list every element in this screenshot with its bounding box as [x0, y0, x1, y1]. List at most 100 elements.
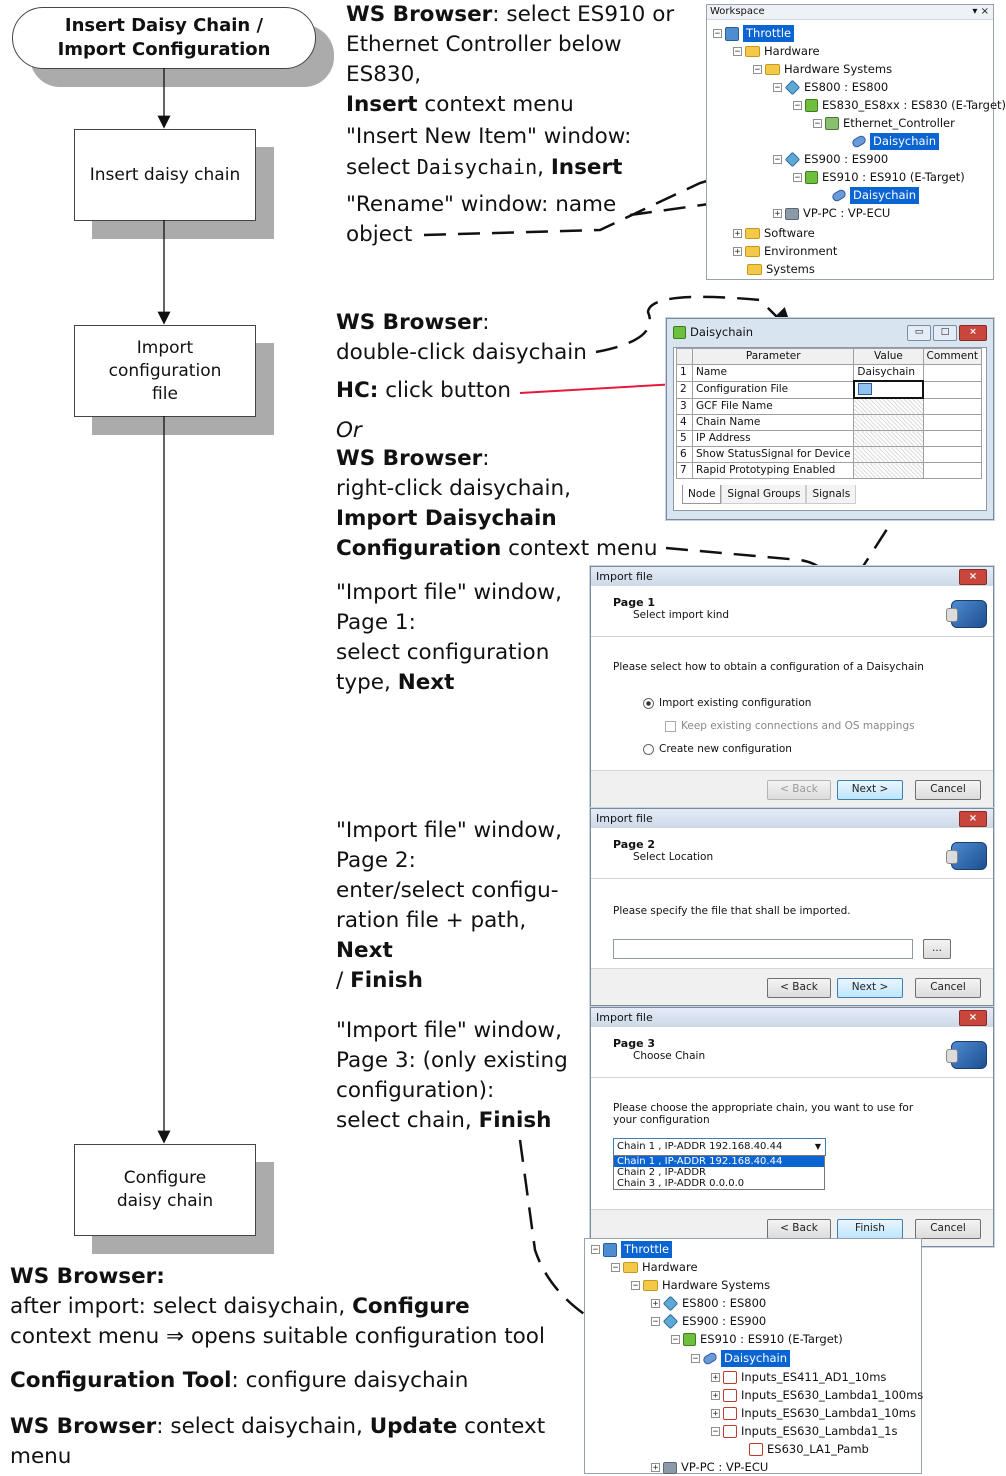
close-icon[interactable]: × [959, 325, 987, 341]
note-rename-window: "Rename" window: name object [346, 192, 617, 247]
tree-item-es800[interactable]: −ES800 : ES800 [773, 79, 889, 96]
ethernet-icon [825, 117, 839, 130]
cancel-button[interactable]: Cancel [915, 780, 981, 800]
tree-item-hardware[interactable]: −Hardware [611, 1260, 698, 1274]
tree-item-signal-group[interactable]: +Inputs_ES411_AD1_10ms [711, 1370, 887, 1384]
workspace-title: Workspace ▾ × [707, 5, 993, 20]
tree-item-es900[interactable]: −ES900 : ES900 [773, 151, 889, 168]
import-dialog-page3: Import file× Page 3 Choose Chain Please … [590, 1007, 994, 1247]
tree-item-es800[interactable]: +ES800 : ES800 [651, 1295, 767, 1312]
next-button[interactable]: Next > [837, 978, 903, 998]
browse-button[interactable]: ... [923, 939, 951, 959]
dialog-titlebar: Import file× [591, 1008, 993, 1028]
close-icon[interactable]: × [959, 569, 987, 585]
camera-icon [946, 600, 987, 628]
minimize-icon[interactable]: ▭ [907, 325, 931, 341]
target-icon [805, 171, 818, 184]
signal-group-icon [723, 1407, 737, 1420]
flow-step-import-configuration: Import configuration file [74, 325, 256, 417]
flow-step-configure-daisy-chain: Configure daisy chain [74, 1144, 256, 1236]
maximize-icon[interactable]: □ [933, 325, 957, 341]
device-icon [662, 1295, 679, 1312]
import-dialog-page2: Import file× Page 2 Select Location Plea… [590, 808, 994, 1006]
tree-item-daisychain[interactable]: −Daisychain [691, 1350, 791, 1367]
note-hc-click-button: HC: click button [336, 378, 511, 403]
tree-item-systems[interactable]: Systems [747, 261, 815, 278]
chevron-down-icon[interactable]: ▼ [814, 1142, 821, 1151]
list-item[interactable]: Chain 2 , IP-ADDR [617, 1167, 706, 1178]
tree-item-signal[interactable]: ES630_LA1_Pamb [749, 1441, 869, 1458]
close-icon[interactable]: × [959, 811, 987, 827]
pc-icon [663, 1461, 677, 1474]
tree-item-software[interactable]: +Software [733, 226, 815, 240]
browse-file-button[interactable] [857, 383, 872, 395]
tree-item-daisychain-1[interactable]: Daisychain [850, 133, 940, 150]
note-or: Or [336, 418, 362, 443]
signal-group-icon [723, 1425, 737, 1438]
tree-item-hardware-systems[interactable]: −Hardware Systems [631, 1278, 771, 1292]
app-icon [673, 326, 686, 339]
tree-item-throttle[interactable]: −Throttle [591, 1241, 673, 1258]
tree-item-ethernet-controller[interactable]: −Ethernet_Controller [813, 116, 955, 130]
tab-node[interactable]: Node [682, 485, 722, 504]
close-icon[interactable]: × [959, 1010, 987, 1026]
file-path-input[interactable] [613, 939, 913, 959]
note-import-page1: "Import file" window, Page 1: select con… [336, 580, 562, 695]
radio-import-existing[interactable]: Import existing configuration [643, 697, 811, 709]
tree-item-vp-pc[interactable]: +VP-PC : VP-ECU [651, 1460, 769, 1474]
back-button[interactable]: < Back [767, 780, 831, 800]
note-import-page3: "Import file" window, Page 3: (only exis… [336, 1018, 568, 1133]
list-item[interactable]: Chain 3 , IP-ADDR 0.0.0.0 [617, 1178, 745, 1189]
tree-item-signal-group[interactable]: −Inputs_ES630_Lambda1_1s [711, 1424, 898, 1438]
tree-item-signal-group[interactable]: +Inputs_ES630_Lambda1_100ms [711, 1388, 924, 1402]
tab-signals[interactable]: Signals [806, 485, 857, 504]
next-button[interactable]: Next > [837, 780, 903, 800]
daisychain-icon [850, 134, 868, 149]
back-button[interactable]: < Back [767, 1219, 831, 1239]
tree-item-hardware-systems[interactable]: −Hardware Systems [753, 62, 893, 76]
device-icon [784, 151, 801, 168]
back-button[interactable]: < Back [767, 978, 831, 998]
tree-item-es830[interactable]: −ES830_ES8xx : ES830 (E-Target) [793, 98, 1006, 112]
chain-select[interactable]: Chain 1 , IP-ADDR 192.168.40.44 ▼ [613, 1138, 826, 1156]
tab-signal-groups[interactable]: Signal Groups [721, 485, 807, 504]
note-ws-browser-configure: WS Browser: after import: select daisych… [10, 1264, 545, 1349]
tab-bar: Node Signal Groups Signals [682, 485, 857, 504]
flow-step-insert-daisy-chain: Insert daisy chain [74, 129, 256, 221]
cancel-button[interactable]: Cancel [915, 978, 981, 998]
finish-button[interactable]: Finish [837, 1219, 903, 1239]
tree-item-es910[interactable]: −ES910 : ES910 (E-Target) [793, 170, 965, 184]
tree-item-vp-pc[interactable]: +VP-PC : VP-ECU [773, 206, 891, 220]
tree-item-daisychain-2[interactable]: Daisychain [830, 187, 920, 204]
folder-icon [745, 246, 760, 257]
target-icon [805, 99, 818, 112]
daisychain-window: Daisychain ▭ □ × Parameter Value Comment… [666, 318, 994, 520]
tree-item-hardware[interactable]: −Hardware [733, 44, 820, 58]
device-icon [662, 1313, 679, 1330]
tree-item-signal-group[interactable]: +Inputs_ES630_Lambda1_10ms [711, 1406, 916, 1420]
result-tree-panel: −Throttle −Hardware −Hardware Systems +E… [584, 1238, 924, 1474]
dialog-titlebar: Import file× [591, 567, 993, 587]
camera-icon [946, 842, 987, 870]
list-item[interactable]: Chain 1 , IP-ADDR 192.168.40.44 [614, 1156, 824, 1167]
radio-create-new[interactable]: Create new configuration [643, 743, 792, 755]
pin-close-icon[interactable]: ▾ × [972, 6, 989, 17]
cancel-button[interactable]: Cancel [915, 1219, 981, 1239]
tree-item-environment[interactable]: +Environment [733, 244, 838, 258]
note-configuration-tool: Configuration Tool: configure daisychain [10, 1368, 469, 1393]
tree-item-throttle[interactable]: −Throttle [713, 25, 795, 42]
checkbox-keep-connections[interactable]: Keep existing connections and OS mapping… [665, 720, 915, 732]
tree-item-es910[interactable]: −ES910 : ES910 (E-Target) [671, 1332, 843, 1346]
workspace-icon [725, 26, 739, 41]
note-ws-browser-rightclick: WS Browser: right-click daisychain, Impo… [336, 446, 658, 561]
tree-item-es900[interactable]: −ES900 : ES900 [651, 1313, 767, 1330]
workspace-tree-panel: Workspace ▾ × −Throttle −Hardware −Hardw… [706, 4, 1006, 280]
